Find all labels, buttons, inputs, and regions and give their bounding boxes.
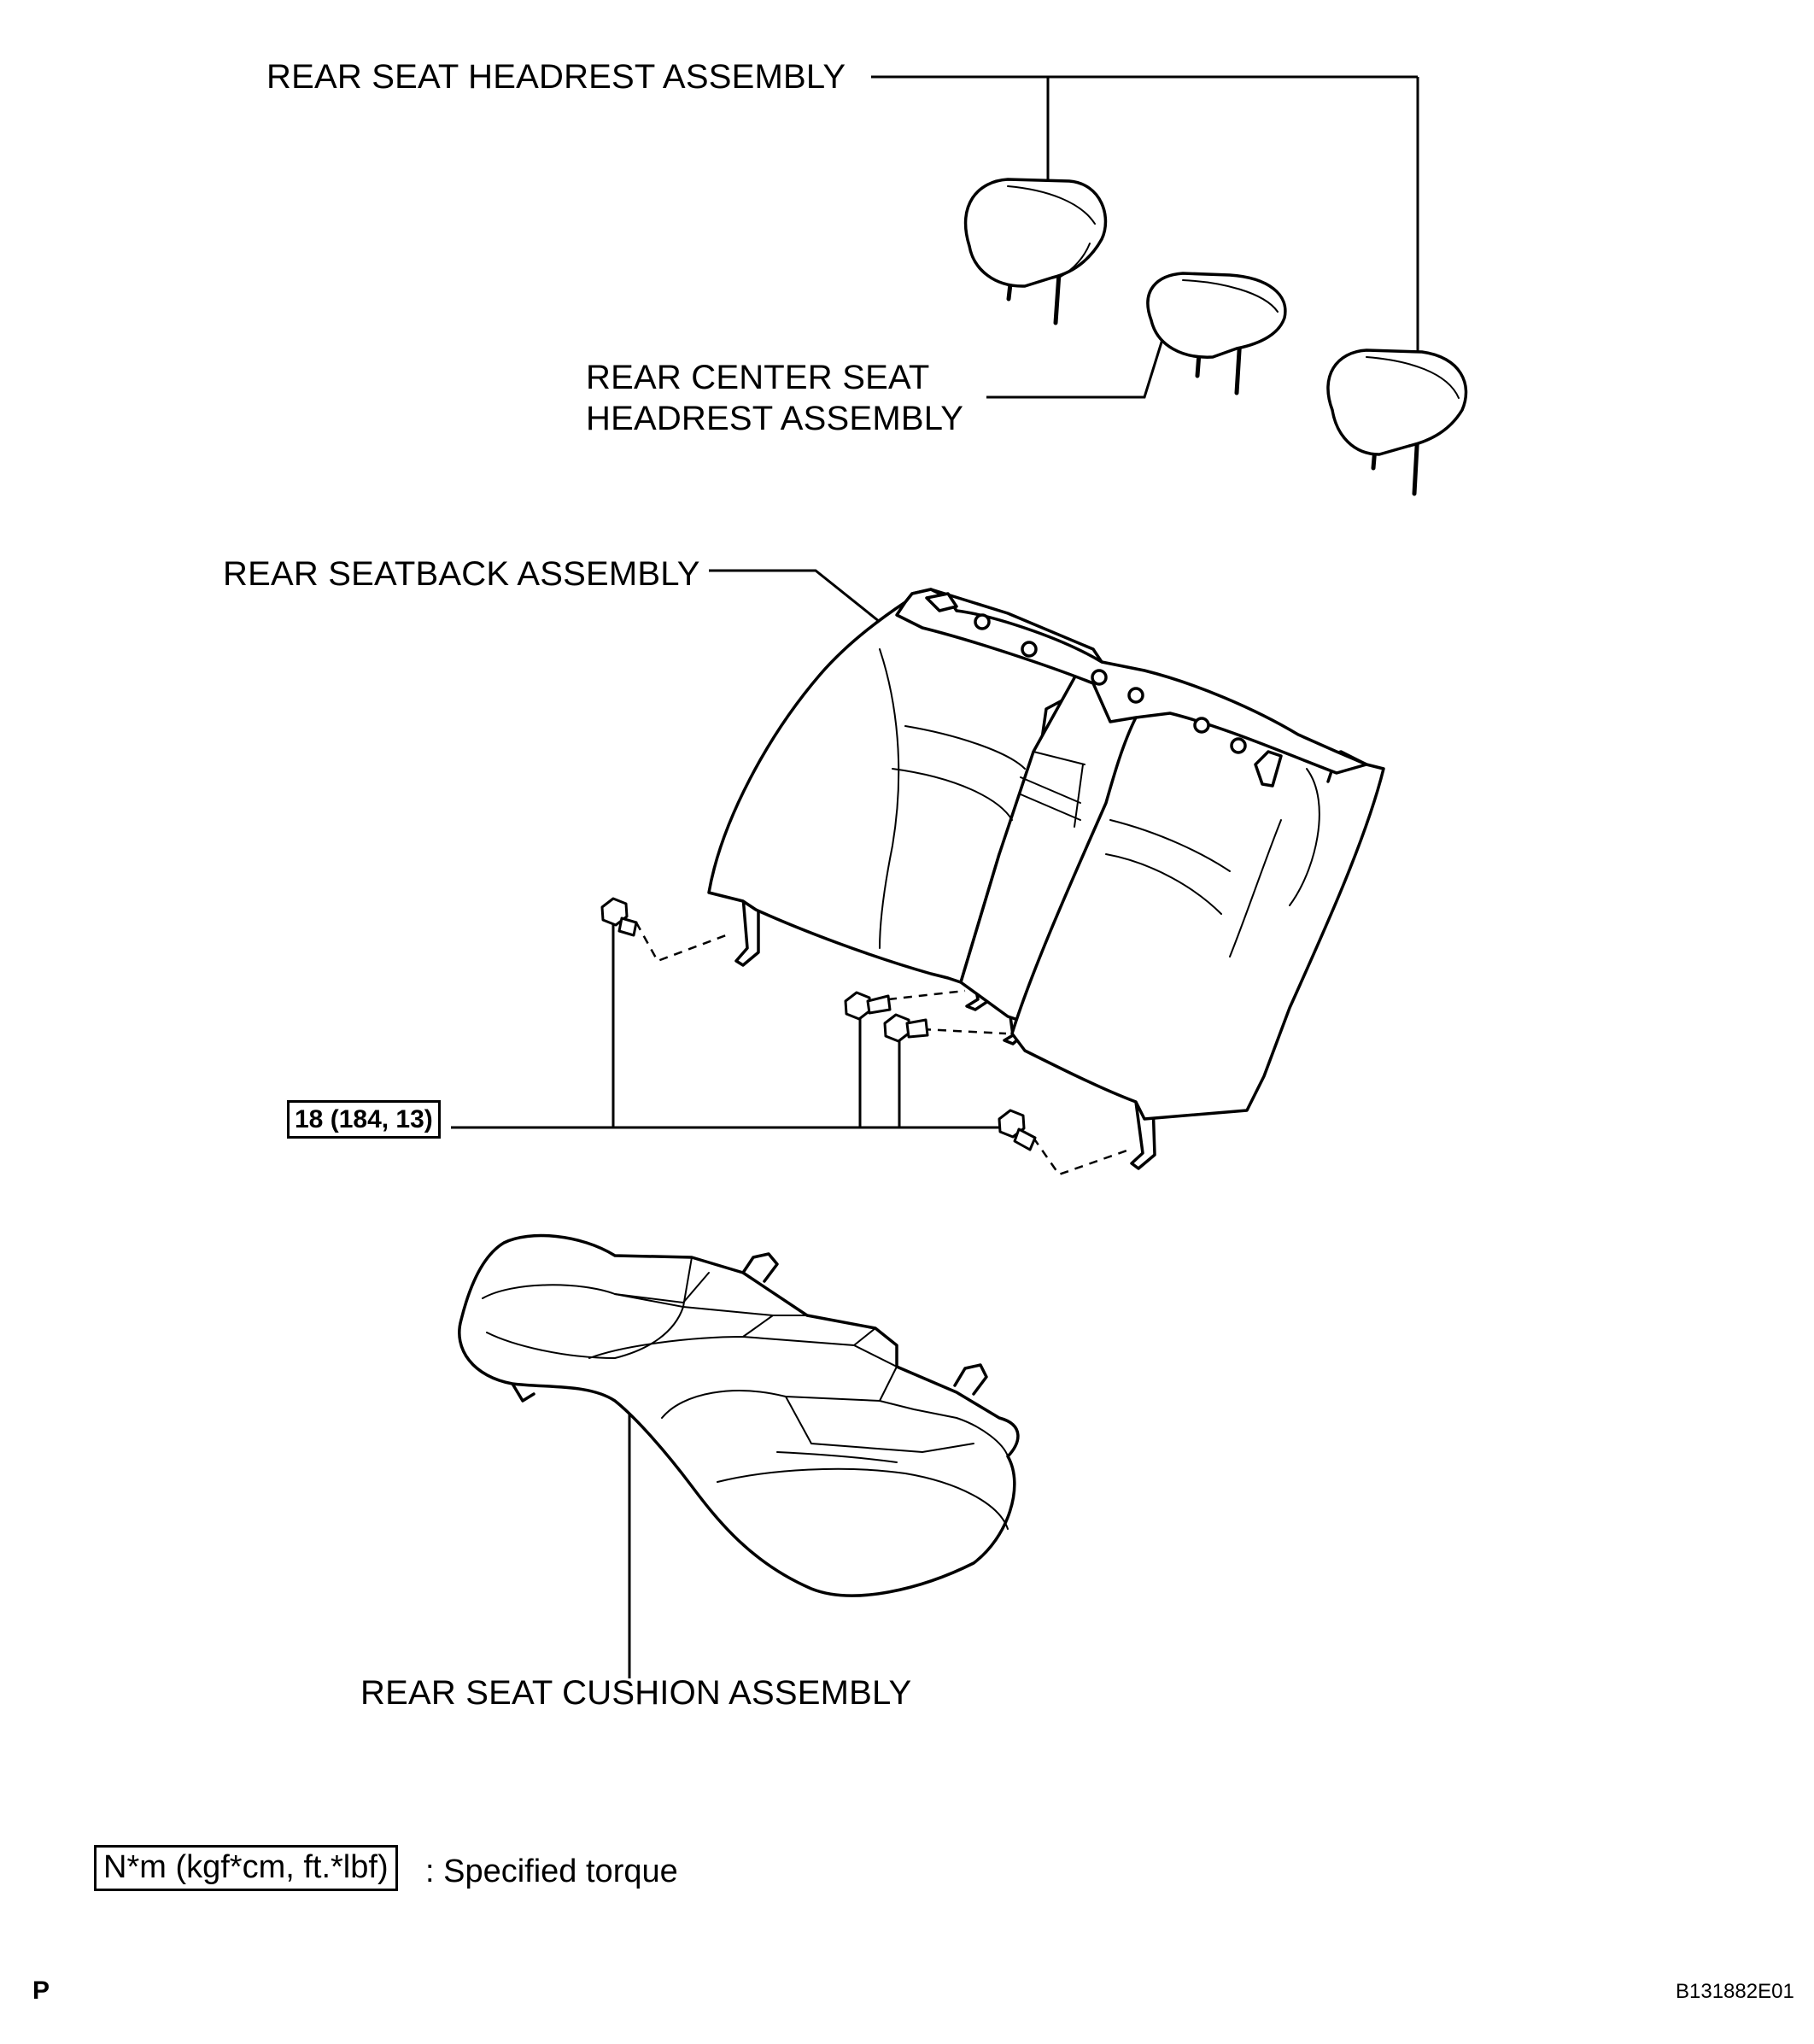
headrest-right <box>1326 348 1468 496</box>
headrest-leader-lines <box>871 75 1419 363</box>
bolt-4 <box>998 1109 1132 1176</box>
rear-seatback-label: REAR SEATBACK ASSEMBLY <box>223 555 700 593</box>
torque-units-legend-box: N*m (kgf*cm, ft.*lbf) <box>94 1845 398 1891</box>
bolt-3 <box>883 1013 1007 1043</box>
rear-seat-headrest-label: REAR SEAT HEADREST ASSEMBLY <box>266 58 846 96</box>
headrest-center <box>1146 272 1287 395</box>
bolt-2 <box>844 989 966 1021</box>
rear-seat-cushion-label: REAR SEAT CUSHION ASSEMBLY <box>360 1674 912 1712</box>
center-headrest-leader-line <box>986 319 1170 399</box>
figure-id: B131882E01 <box>1676 1980 1794 2003</box>
headrest-left <box>963 178 1108 325</box>
torque-leader-lines <box>451 918 999 1129</box>
rear-seatback <box>707 588 1385 1170</box>
rear-seat-cushion <box>458 1233 1020 1597</box>
torque-spec-box: 18 (184, 13) <box>287 1100 441 1139</box>
rear-center-headrest-label-line1: REAR CENTER SEAT <box>586 359 930 396</box>
torque-legend-description: : Specified torque <box>425 1854 678 1889</box>
seatback-leader-line <box>709 569 893 634</box>
rear-center-headrest-label-line2: HEADREST ASSEMBLY <box>586 400 964 437</box>
bolt-1 <box>600 897 727 963</box>
section-code: P <box>32 1977 50 2005</box>
